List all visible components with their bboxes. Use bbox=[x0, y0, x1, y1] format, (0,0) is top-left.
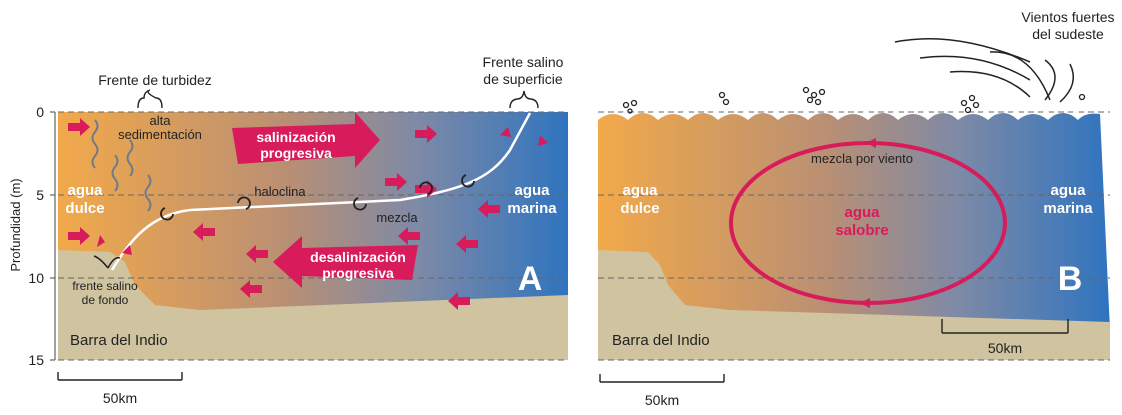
agua-salobre-1: agua bbox=[844, 204, 880, 221]
surface-front-1: Frente salino bbox=[483, 54, 564, 70]
y-axis-label: Profundidad (m) bbox=[8, 178, 23, 271]
bar-label-b: Barra del Indio bbox=[612, 332, 710, 349]
tick-10: 10 bbox=[28, 270, 44, 286]
scale-bar-a bbox=[57, 372, 183, 381]
sedimentacion-label: sedimentación bbox=[118, 127, 202, 142]
agua-marina-b-2: marina bbox=[1043, 200, 1093, 217]
bottom-front-1: frente salino bbox=[72, 279, 138, 293]
panel-b: Vientos fuertes del sudeste mezcla por v… bbox=[598, 9, 1115, 408]
agua-salobre-2: salobre bbox=[835, 222, 888, 239]
surface-front-2: de superficie bbox=[483, 71, 563, 87]
depth-axis: Profundidad (m) 0 5 10 15 bbox=[8, 104, 56, 368]
winds-label-1: Vientos fuertes bbox=[1021, 9, 1114, 25]
scale-bar-b-inner bbox=[941, 319, 1069, 334]
salinization-arrow bbox=[232, 112, 380, 168]
wave-crests bbox=[623, 110, 1079, 116]
scale-label-a: 50km bbox=[103, 390, 137, 406]
mezcla-label: mezcla bbox=[376, 210, 418, 225]
wind-mixing-label: mezcla por viento bbox=[811, 151, 913, 166]
spray-bubbles bbox=[622, 86, 1086, 114]
alta-label: alta bbox=[150, 113, 172, 128]
agua-marina-b-1: agua bbox=[1050, 182, 1086, 199]
halocline-line bbox=[110, 112, 532, 271]
panel-letter-b: B bbox=[1058, 260, 1083, 298]
agua-marina-a-1: agua bbox=[514, 182, 550, 199]
turbidity-front-label: Frente de turbidez bbox=[98, 72, 212, 88]
water-column-b bbox=[598, 113, 1110, 330]
tick-0: 0 bbox=[36, 104, 44, 120]
desalinization-label-2: progresiva bbox=[322, 265, 394, 281]
turbidity-squiggles bbox=[91, 119, 152, 212]
desalinization-label-1: desalinización bbox=[310, 249, 406, 265]
agua-dulce-a-1: agua bbox=[67, 182, 103, 199]
sediment-bar-a bbox=[58, 250, 568, 360]
haloclina-label: haloclina bbox=[254, 184, 306, 199]
wind-lines bbox=[894, 38, 1075, 103]
scale-bar-b bbox=[599, 374, 725, 383]
scale-label-b-inner: 50km bbox=[988, 340, 1022, 356]
bottom-front-2: de fondo bbox=[82, 293, 129, 307]
salinization-label-2: progresiva bbox=[260, 145, 332, 161]
agua-dulce-b-2: dulce bbox=[620, 200, 659, 217]
salinization-label-1: salinización bbox=[256, 129, 335, 145]
agua-marina-a-2: marina bbox=[507, 200, 557, 217]
panel-letter-a: A bbox=[518, 260, 543, 298]
tick-15: 15 bbox=[28, 352, 44, 368]
tick-5: 5 bbox=[36, 187, 44, 203]
panel-a: salinización progresiva desalinización p… bbox=[57, 54, 568, 406]
agua-dulce-b-1: agua bbox=[622, 182, 658, 199]
scale-label-b: 50km bbox=[645, 392, 679, 408]
winds-label-2: del sudeste bbox=[1032, 26, 1104, 42]
desalinization-arrow bbox=[273, 236, 418, 288]
mixing-swirl-icons bbox=[160, 174, 475, 221]
bar-label-a: Barra del Indio bbox=[70, 332, 168, 349]
agua-dulce-a-2: dulce bbox=[65, 200, 104, 217]
